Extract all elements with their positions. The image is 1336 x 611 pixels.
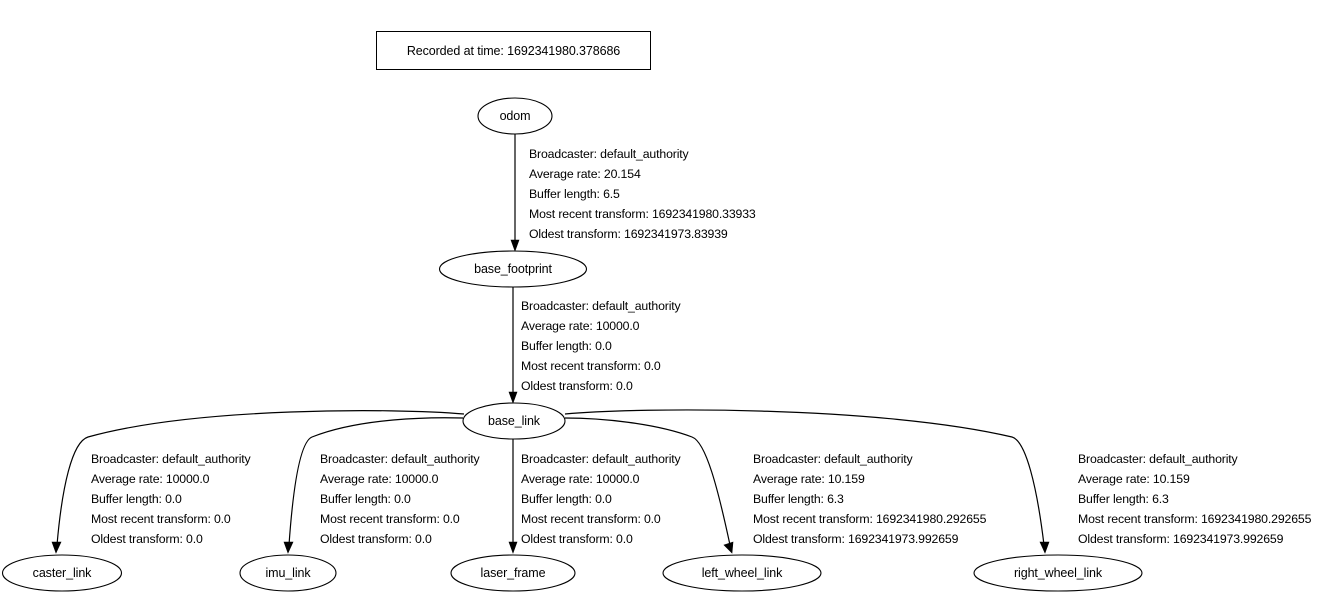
edge-label-line: Most recent transform: 0.0 [320, 512, 460, 527]
node-label-laser_frame: laser_frame [480, 565, 546, 580]
edge-label-line: Average rate: 10.159 [1078, 472, 1190, 487]
edge-arrowhead-base_footprint-base_link [508, 391, 518, 404]
edge-label-line: Oldest transform: 0.0 [91, 532, 203, 547]
edge-label-line: Average rate: 10.159 [753, 472, 865, 487]
edge-label-line: Oldest transform: 0.0 [320, 532, 432, 547]
edge-label-line: Buffer length: 0.0 [521, 339, 612, 354]
edge-arrowhead-base_link-caster_link [51, 541, 62, 554]
node-label-imu_link: imu_link [265, 565, 311, 580]
node-ellipse-right_wheel_link[interactable] [973, 554, 1143, 592]
recorded-time-box: Recorded at time: 1692341980.378686 [376, 31, 651, 70]
node-ellipse-left_wheel_link[interactable] [662, 554, 822, 592]
node-ellipse-odom[interactable] [477, 97, 553, 135]
edge-label-line: Buffer length: 0.0 [521, 492, 612, 507]
edge-label-line: Broadcaster: default_authority [521, 299, 681, 313]
edge-label-line: Broadcaster: default_authority [91, 452, 251, 466]
edge-label-line: Oldest transform: 0.0 [521, 532, 633, 547]
node-label-odom: odom [499, 108, 531, 123]
edge-label-line: Broadcaster: default_authority [320, 452, 480, 466]
node-ellipse-base_link[interactable] [462, 402, 566, 440]
edge-label-line: Buffer length: 6.5 [529, 187, 620, 202]
node-label-caster_link: caster_link [32, 565, 92, 580]
edge-label-line: Broadcaster: default_authority [1078, 452, 1238, 466]
node-ellipse-laser_frame[interactable] [450, 554, 576, 592]
edge-label-line: Most recent transform: 1692341980.33933 [529, 207, 756, 222]
edge-label-line: Most recent transform: 1692341980.292655 [753, 512, 987, 527]
edge-label-line: Broadcaster: default_authority [753, 452, 913, 466]
edge-label-line: Most recent transform: 0.0 [521, 359, 661, 374]
edge-path-base_link-imu_link [288, 417, 464, 546]
edge-arrowhead-base_link-right_wheel_link [1039, 541, 1050, 554]
edge-arrowhead-base_link-laser_frame [508, 541, 518, 554]
edge-path-base_link-right_wheel_link [564, 409, 1045, 546]
edge-label-line: Oldest transform: 1692341973.83939 [529, 227, 728, 242]
edge-label-line: Most recent transform: 1692341980.292655 [1078, 512, 1312, 527]
edge-label-line: Broadcaster: default_authority [529, 147, 689, 161]
edge-label-line: Average rate: 20.154 [529, 167, 641, 182]
edge-label-line: Oldest transform: 0.0 [521, 379, 633, 394]
edge-label-line: Average rate: 10000.0 [521, 472, 640, 487]
edge-label-line: Oldest transform: 1692341973.992659 [1078, 532, 1284, 547]
nodes-group [1, 97, 1143, 592]
node-label-base_footprint: base_footprint [474, 261, 552, 276]
node-label-base_link: base_link [488, 413, 540, 428]
edge-label-line: Most recent transform: 0.0 [521, 512, 661, 527]
node-ellipse-base_footprint[interactable] [438, 250, 588, 288]
node-label-right_wheel_link: right_wheel_link [1013, 565, 1103, 580]
edge-label-line: Buffer length: 0.0 [91, 492, 182, 507]
edge-path-base_link-left_wheel_link [564, 417, 731, 546]
edge-label-line: Average rate: 10000.0 [521, 319, 640, 334]
edge-path-base_link-caster_link [56, 410, 465, 546]
edge-label-line: Buffer length: 0.0 [320, 492, 411, 507]
node-label-left_wheel_link: left_wheel_link [701, 565, 783, 580]
edge-label-line: Broadcaster: default_authority [521, 452, 681, 466]
edge-label-line: Buffer length: 6.3 [753, 492, 844, 507]
edges-group [51, 134, 1050, 554]
edge-arrowhead-base_link-imu_link [283, 541, 294, 554]
edge-label-line: Oldest transform: 1692341973.992659 [753, 532, 959, 547]
node-ellipse-imu_link[interactable] [239, 554, 337, 592]
recorded-time-text: Recorded at time: 1692341980.378686 [406, 43, 621, 58]
edge-arrowhead-base_link-left_wheel_link [723, 541, 734, 554]
node-ellipse-caster_link[interactable] [1, 554, 123, 592]
edge-label-line: Most recent transform: 0.0 [91, 512, 231, 527]
edge-label-line: Average rate: 10000.0 [320, 472, 439, 487]
edge-label-line: Average rate: 10000.0 [91, 472, 210, 487]
edge-label-line: Buffer length: 6.3 [1078, 492, 1169, 507]
edge-arrowhead-odom-base_footprint [510, 239, 520, 252]
